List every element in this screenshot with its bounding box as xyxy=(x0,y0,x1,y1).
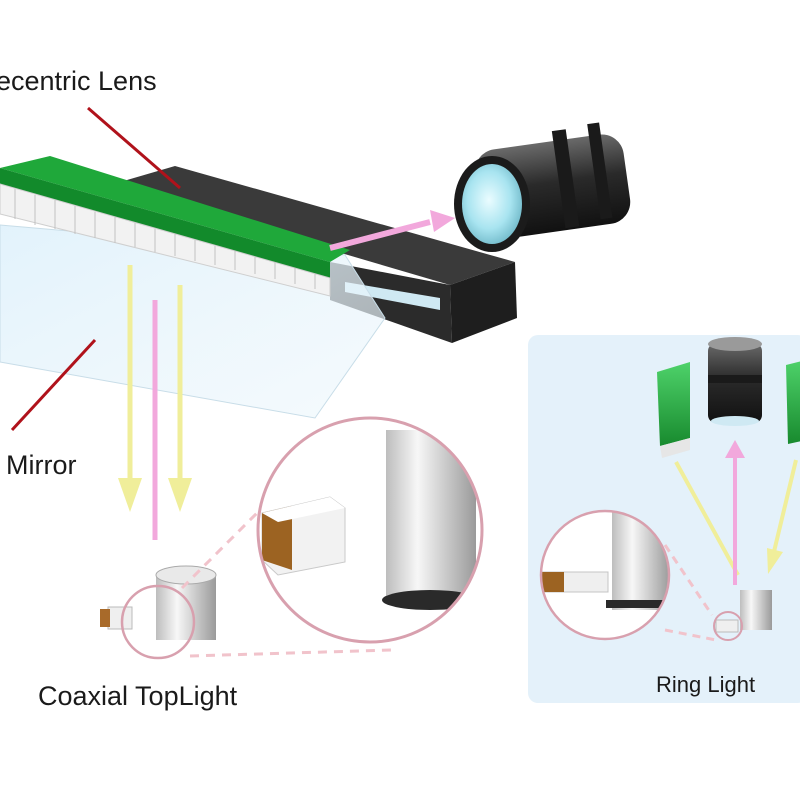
telecentric-lens-pointer xyxy=(87,106,181,190)
ring-zoom-connectors xyxy=(663,544,717,642)
ring-light-camera xyxy=(708,337,762,426)
ring-component-scene xyxy=(713,590,772,641)
ring-led-right xyxy=(786,361,800,444)
mirror-label: Mirror xyxy=(6,450,77,480)
ring-led-left xyxy=(657,362,690,458)
mirror-pointer xyxy=(10,338,97,432)
ring-light-arrows xyxy=(674,440,798,585)
telecentric-camera-lens xyxy=(454,122,631,252)
led-light-strip xyxy=(0,156,350,297)
coaxial-light-arrows xyxy=(118,265,192,512)
ring-magnified-view xyxy=(539,509,671,641)
coaxial-magnified-view xyxy=(256,416,484,644)
coaxial-component-scene xyxy=(100,565,217,660)
reflected-light-ray xyxy=(329,210,455,251)
ring-light-label: Ring Light xyxy=(656,672,756,697)
telecentric-lens-housing xyxy=(110,166,517,343)
coaxial-toplight-label: Coaxial TopLight xyxy=(38,681,238,711)
telecentric-lens-label: ecentric Lens xyxy=(0,66,157,96)
